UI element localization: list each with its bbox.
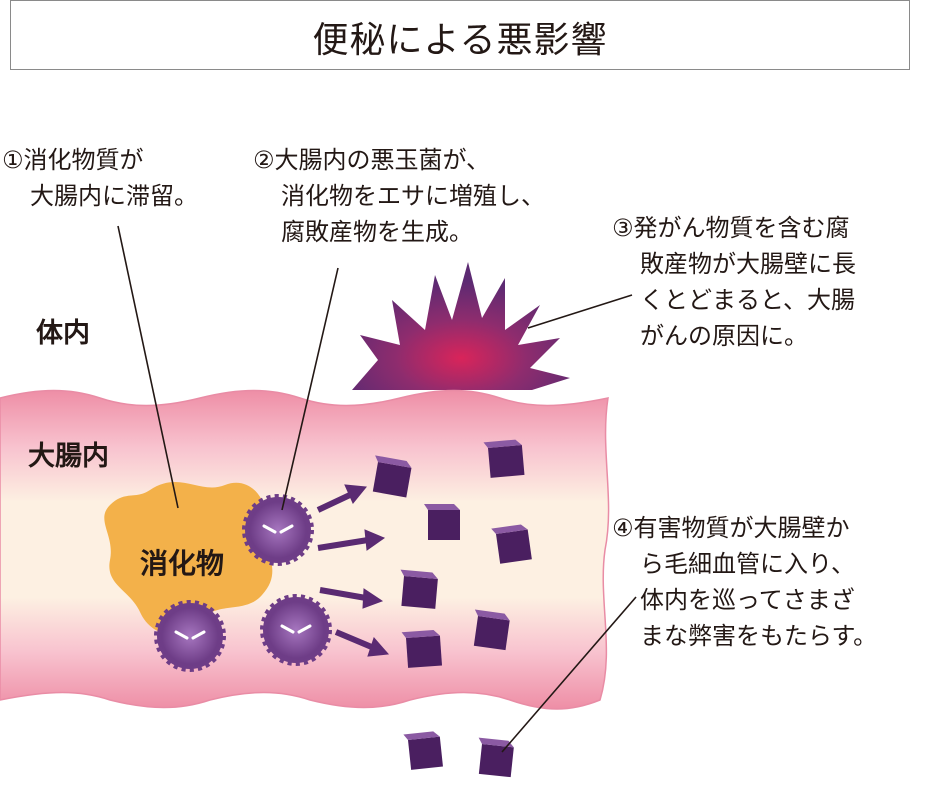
inside-colon-label: 大腸内 [28,441,109,472]
digested-label: 消化物 [140,547,225,580]
leader-line-2 [281,267,339,511]
note-line: 体内を巡ってさまざ [640,586,855,614]
toxin-cube-icon [473,609,510,651]
leader-line-1 [117,225,179,509]
note-line: ら毛細血管に入り、 [640,550,856,578]
arrow-icon [317,529,386,551]
note-line: くとどまると、大腸 [640,286,856,314]
bacteria-group [154,494,332,672]
note-line: 腐敗産物を生成。 [281,218,473,246]
digested-matter [104,481,273,636]
note-line: 消化物をエサに増殖し、 [281,182,545,210]
bacterium-icon [260,594,332,666]
note-line: ④有害物質が大腸壁か [612,514,850,542]
toxin-cube-icon [491,524,532,564]
toxin-cube-icon [478,737,514,778]
note-line: 大腸内に滞留。 [30,182,198,210]
note-line: 敗産物が大腸壁に長 [640,250,856,278]
toxin-cube-icon [400,569,438,609]
bacterium-icon [242,494,314,566]
leader-line-4 [501,596,637,753]
inside-body-label: 体内 [36,318,90,349]
title-box: 便秘による悪影響 [10,0,910,70]
leader-line-3 [527,294,633,329]
cancer-burst [352,262,570,390]
arrow-icon [334,629,390,657]
note-2: ②大腸内の悪玉菌が、 消化物をエサに増殖し、 腐敗産物を生成。 [253,142,545,250]
toxin-cube-icon [401,630,443,668]
note-line: ③発がん物質を含む腐 [612,214,850,242]
arrow-icon [319,587,384,609]
arrows [316,484,390,657]
note-line: まな弊害をもたらす。 [640,622,878,650]
note-line: ②大腸内の悪玉菌が、 [253,146,491,174]
toxin-cube-icon [424,504,460,540]
note-line: ①消化物質が [2,146,144,174]
leader-lines [117,225,637,753]
note-3: ③発がん物質を含む腐 敗産物が大腸壁に長 くとどまると、大腸 がんの原因に。 [612,210,856,354]
page-title: 便秘による悪影響 [312,20,608,61]
toxin-cubes [372,439,532,778]
arrow-icon [316,484,367,513]
toxin-cube-icon [483,439,525,478]
toxin-cube-icon [372,455,412,498]
bacterium-icon [154,600,226,672]
note-4: ④有害物質が大腸壁か ら毛細血管に入り、 体内を巡ってさまざ まな弊害をもたらす… [612,510,877,654]
note-line: がんの原因に。 [640,322,808,350]
toxin-cube-icon [403,731,443,770]
note-1: ①消化物質が 大腸内に滞留。 [2,142,198,214]
